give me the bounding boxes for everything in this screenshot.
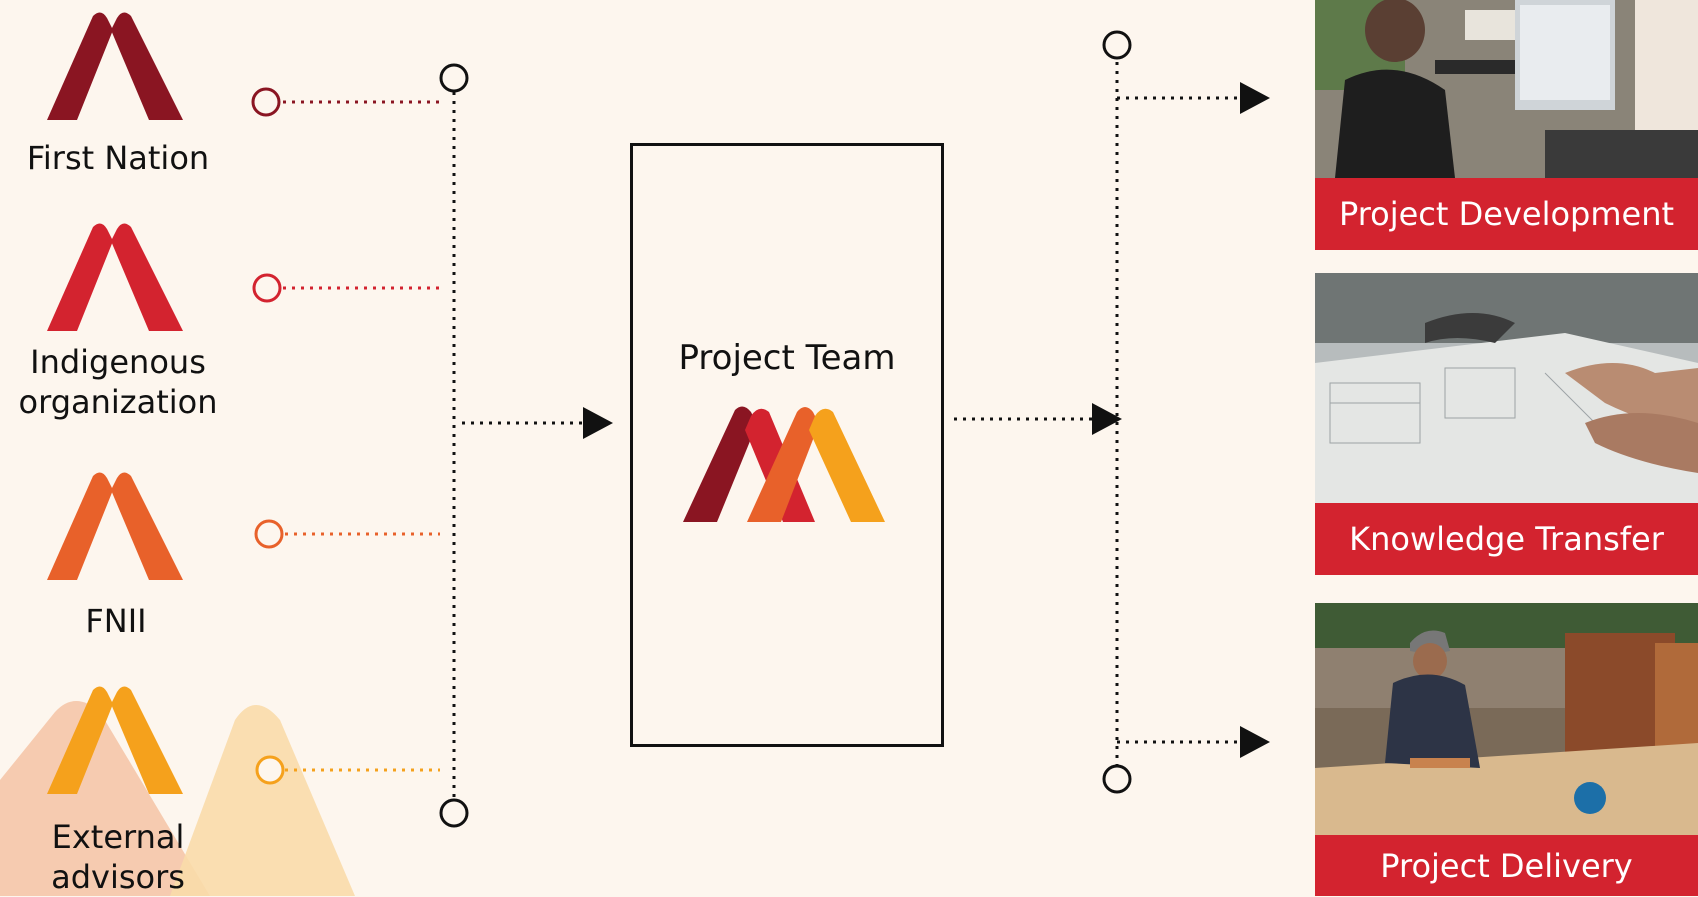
- team-logo-icon: [683, 406, 885, 522]
- stakeholder-label-indigenous-organization: Indigenous organization: [18, 343, 218, 421]
- stakeholder-label-fnii: FNII: [85, 602, 147, 640]
- stakeholder-label-external-advisors: External advisors: [51, 818, 185, 896]
- node-first-nation: [251, 87, 281, 117]
- project-development-photo: [1315, 0, 1698, 178]
- arrow-right-icon: [1092, 403, 1122, 435]
- node-left-bottom: [439, 798, 469, 828]
- outcome-banner-knowledge-transfer: Knowledge Transfer: [1315, 503, 1698, 575]
- knowledge-transfer-photo: [1315, 273, 1698, 503]
- project-team-box: Project Team: [630, 143, 944, 747]
- arrow-right-icon: [1240, 82, 1270, 114]
- outcome-banner-project-delivery: Project Delivery: [1315, 835, 1698, 896]
- node-left-top: [439, 63, 469, 93]
- node-right-top: [1102, 30, 1132, 60]
- project-delivery-photo: [1315, 603, 1698, 835]
- node-right-bottom: [1102, 764, 1132, 794]
- project-team-title: Project Team: [678, 338, 896, 378]
- mountain-logo-icon: [47, 472, 183, 580]
- mountain-logo-icon: [47, 12, 183, 121]
- arrow-right-icon: [1240, 726, 1270, 758]
- node-indigenous-organization: [252, 273, 282, 303]
- mountain-logo-icon: [47, 223, 183, 331]
- mountain-logo-icon: [47, 686, 183, 794]
- arrow-right-icon: [583, 407, 613, 439]
- stakeholder-label-first-nation: First Nation: [26, 139, 210, 177]
- node-external-advisors: [255, 755, 285, 785]
- node-fnii: [254, 519, 284, 549]
- outcome-banner-project-development: Project Development: [1315, 178, 1698, 250]
